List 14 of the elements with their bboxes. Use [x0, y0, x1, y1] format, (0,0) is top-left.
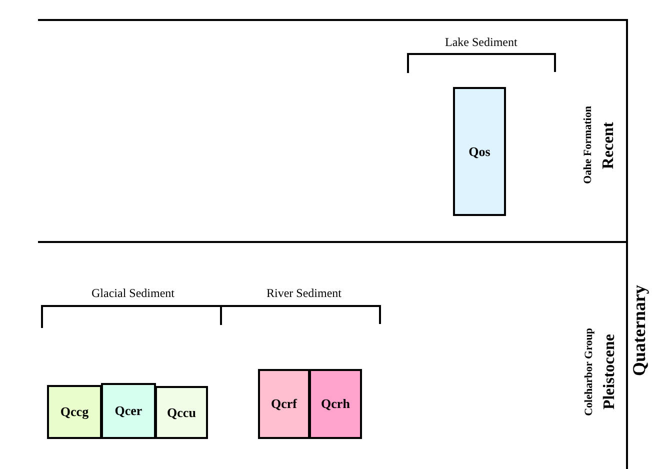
- unit-box: Qccg: [47, 385, 102, 439]
- bracket-label: Glacial Sediment: [92, 287, 174, 299]
- unit-box: Qcrf: [258, 369, 310, 439]
- unit-box: Qcrh: [309, 369, 362, 439]
- bracket-label: River Sediment: [266, 287, 342, 299]
- period-label: Quaternary: [630, 284, 648, 376]
- unit-box: Qos: [453, 87, 506, 216]
- epoch-label: Recent: [601, 122, 617, 169]
- unit-box: Qcer: [101, 383, 156, 439]
- bracket-label: Lake Sediment: [445, 36, 518, 48]
- epoch-label: Pleistocene: [602, 334, 618, 410]
- formation-label: Oahe Formation: [582, 106, 594, 184]
- unit-box: Qccu: [155, 386, 208, 439]
- formation-label: Coleharbor Group: [584, 328, 594, 416]
